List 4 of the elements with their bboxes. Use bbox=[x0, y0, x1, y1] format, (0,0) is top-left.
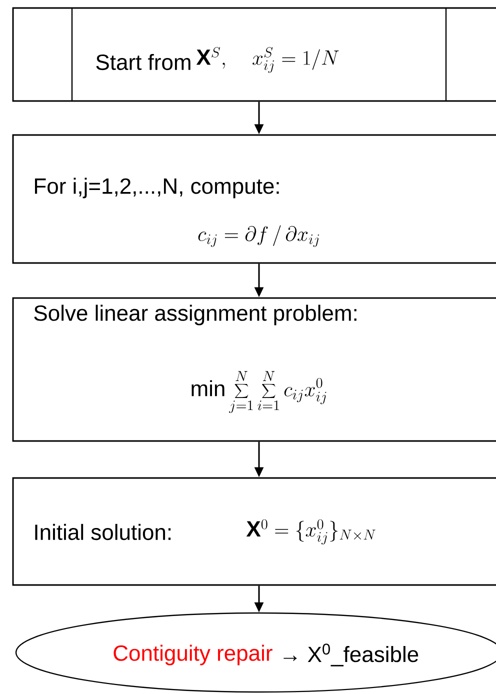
predefined-process-box: Start from $\mathbf{X}^{S},\quad x_{ij}^{S} = 1/N$ bbox=[12, 7, 496, 102]
process-box: Initial solution: $\mathbf{X}^{0} = \{x_{ij}^{0}\}_{N\times N}$ bbox=[12, 477, 496, 586]
process-box: Solve linear assignment problem: $\min\sum_{j=1}^{N}\sum_{i=1}^{N} c_{ij} x_{ij}^{0}$ bbox=[12, 297, 496, 442]
process-box: For i,j=1,2,...,N, compute: $c_{ij} = \partial f\,/\,\partial x_{ij}$ bbox=[12, 134, 496, 264]
